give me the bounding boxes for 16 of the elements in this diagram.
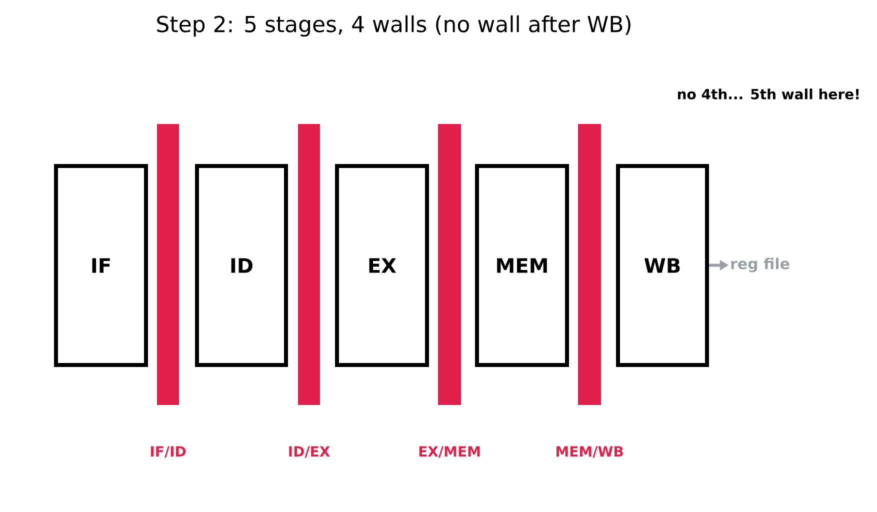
pipeline-register-wall [578, 124, 601, 405]
register-label: EX/MEM [419, 446, 480, 458]
stage-box: EX [335, 164, 429, 367]
register-label: IF/ID [150, 446, 186, 458]
register-label: ID/EX [289, 446, 330, 458]
destination-label: reg file [731, 258, 790, 272]
title: Step 2: 5 stages, 4 walls (no wall after WB) [157, 15, 630, 37]
pipeline-register-wall [298, 124, 320, 405]
stage-box: ID [195, 164, 288, 367]
pipeline-register-wall [157, 124, 179, 405]
pipeline-register-wall [438, 124, 461, 405]
stage-box: WB [616, 164, 709, 367]
stage-box: IF [54, 164, 148, 367]
stage-box: MEM [475, 164, 569, 367]
register-label: MEM/WB [556, 446, 623, 458]
note: no 4th... 5th wall here! [678, 88, 859, 100]
